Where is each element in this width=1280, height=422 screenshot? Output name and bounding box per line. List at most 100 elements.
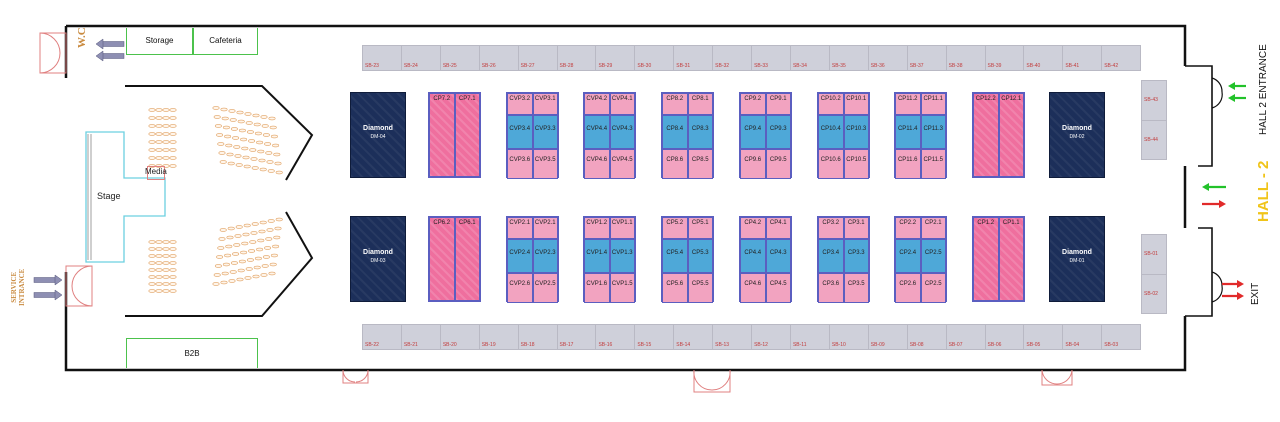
audience-seat [155,282,163,286]
audience-seat [214,124,222,128]
space-booth-label: SB-23 [365,63,379,69]
booth: CP8.6 [662,149,688,179]
audience-seat [243,223,251,228]
space-booth-label: SB-13 [715,342,730,348]
booth: CVP1.4 [584,239,610,273]
audience-seat [269,125,277,130]
audience-seat [224,253,232,258]
audience-seat [243,164,251,169]
space-booth-label: SB-17 [559,342,574,348]
diamond-code: DM-01 [1069,258,1085,264]
audience-seat [227,226,235,231]
space-booth-label: SB-08 [909,342,924,348]
audience-seat [237,119,245,124]
space-booth: SB-25 [441,46,480,70]
audience-seat [269,262,277,267]
booth: CP4.2 [740,217,766,239]
audience-seat [273,235,281,240]
audience-seat [221,116,229,121]
diamond-code: DM-03 [370,258,386,264]
audience-seat [169,140,177,144]
audience-seat [250,157,258,161]
audience-seat [214,264,222,268]
audience-seat [218,151,226,155]
audience-seat [254,131,262,136]
arrows [33,38,1246,301]
diamond-title: Diamond [1062,249,1092,256]
space-booth: SB-11 [791,325,830,349]
entrance-arrow-green-head [1228,82,1235,90]
booth: CP3.3 [843,239,869,273]
audience-seat [256,247,264,252]
b2b-room: B2B [126,338,258,368]
booth: CVP1.2 [584,217,610,239]
exit-label: EXIT [1250,282,1261,305]
space-booth: SB-06 [986,325,1025,349]
booth: CP11.3 [920,115,946,149]
space-booth-label: SB-07 [948,342,963,348]
audience-seat [162,240,170,244]
audience-seat [217,142,225,146]
space-booth-label: SB-15 [637,342,652,348]
booth: CP4.3 [765,239,791,273]
audience-seat [229,270,237,274]
booth: CVP3.5 [532,149,558,179]
audience-seat [264,142,272,146]
space-booth: SB-08 [908,325,947,349]
space-booth-label: SB-18 [520,342,535,348]
booth: CP11.1 [920,93,946,115]
space-booth: SB-22 [363,325,402,349]
booth: CP10.2 [818,93,844,115]
audience-seat [262,133,270,137]
audience-seat [169,124,177,128]
audience-seat [257,149,265,154]
audience-seat [266,160,274,164]
audience-seat [241,146,249,151]
space-booth: SB-40 [1024,46,1064,70]
door-bottom-left [342,369,369,384]
booth: CP11.5 [920,149,946,179]
hall-arrow-green-head [1202,183,1209,191]
space-booth-label: SB-26 [481,63,496,69]
booth: CP2.4 [895,239,921,273]
space-booth-label: SB-27 [520,63,535,69]
booth: CP9.6 [740,149,766,179]
audience-seat [162,254,170,258]
booth: CP11.6 [895,149,921,179]
booth: CP9.5 [765,149,791,179]
space-booth: SB-36 [869,46,908,70]
audience-seat [248,139,256,143]
audience-seat [216,133,224,137]
audience-seat [224,134,232,139]
audience-seat [169,164,177,168]
space-booth-label: SB-22 [365,342,379,348]
space-booth-label: SB-31 [676,63,691,69]
door-service [65,265,93,307]
audience-seat [155,289,163,293]
booth: CVP4.1 [609,93,635,115]
audience-seat [259,167,267,172]
space-booth-label: SB-42 [1104,63,1119,69]
audience-seat [265,151,273,155]
space-booth: SB-30 [635,46,675,70]
service-entrance-line1: SERVICE [10,271,18,303]
space-booth-label: SB-11 [792,342,807,348]
audience-seat [148,132,156,136]
audience-seat [148,254,156,258]
booth: CVP2.5 [532,273,558,303]
booth: CVP4.2 [584,93,610,115]
space-booth: SB-15 [635,325,675,349]
entrance-notch [1185,65,1213,167]
